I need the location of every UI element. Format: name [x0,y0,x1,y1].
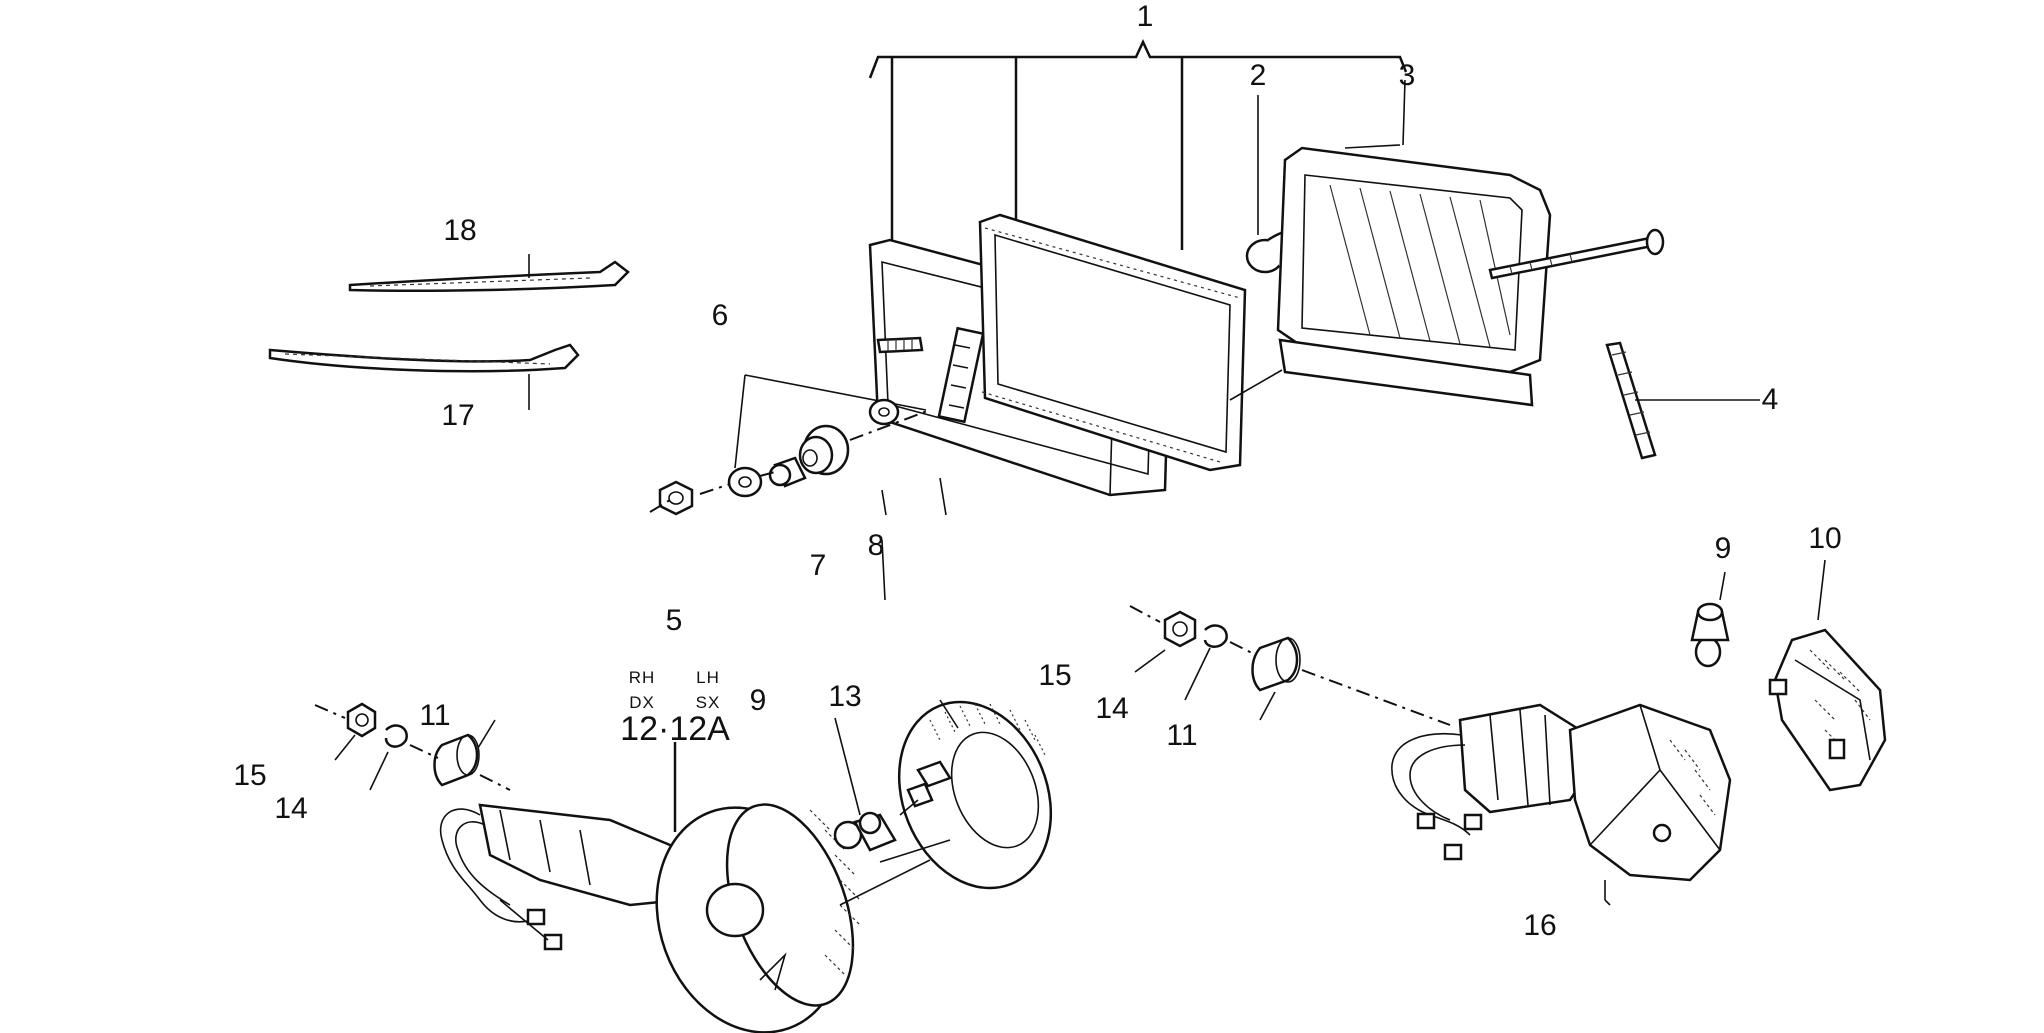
callout-12-12a: 12·12A [620,710,730,748]
tail-light-assembly-bracket [868,39,1408,250]
callout-13: 13 [828,680,861,713]
label-lh: LH [696,668,720,687]
label-dx: DX [629,693,655,712]
callout-11-left: 11 [419,699,450,732]
right-mounting-hardware [1129,605,1451,726]
diagram-sheet: 1 2 3 4 5 6 7 8 9 10 9 13 11 15 14 15 14… [70,0,1975,1033]
callout-4: 4 [1762,383,1779,416]
tail-light-gasket [978,213,1247,472]
callout-1: 1 [1137,0,1154,33]
callout-7: 7 [810,549,827,582]
callout-8: 8 [868,529,885,562]
leader-lines [334,79,1826,906]
callout-14-right: 14 [1095,692,1128,725]
left-mounting-hardware [314,702,511,791]
label-sx: SX [696,693,721,712]
callout-17: 17 [441,399,474,432]
trim-strip-17 [268,343,580,373]
left-turn-signal [439,742,861,1033]
callout-11-right: 11 [1166,719,1197,752]
trim-strip-18 [348,260,630,293]
right-turn-signal [1391,703,1732,900]
callout-18: 18 [443,214,476,247]
callout-15-right: 15 [1038,659,1071,692]
mounting-hardware [649,374,931,516]
callout-9-left: 9 [750,684,767,717]
callout-2: 2 [1250,59,1267,92]
reflector-strip [1605,341,1657,460]
callout-16: 16 [1523,909,1556,942]
callout-6: 6 [712,299,729,332]
callout-5: 5 [666,604,683,637]
tail-light-housing [1229,146,1665,407]
callout-3: 3 [1399,59,1416,92]
callout-15-left: 15 [233,759,266,792]
right-bulb-and-lens [1690,602,1887,792]
exploded-parts-diagram: 1 2 3 4 5 6 7 8 9 10 9 13 11 15 14 15 14… [233,0,1887,1033]
callout-14-left: 14 [274,792,307,825]
callout-9-right: 9 [1715,532,1732,565]
callout-labels: 1 2 3 4 5 6 7 8 9 10 9 13 11 15 14 15 14… [233,0,1841,942]
callout-10: 10 [1808,522,1841,555]
label-rh: RH [629,668,656,687]
left-bulb-and-lens [833,700,1053,906]
